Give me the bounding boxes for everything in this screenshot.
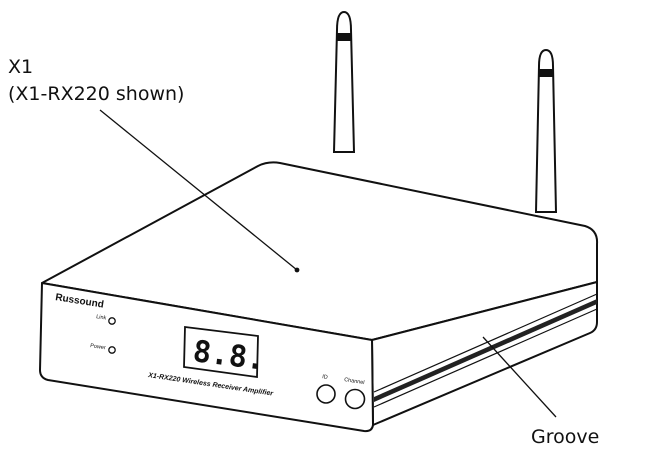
device-side-panel: [371, 281, 598, 426]
link-label: Link: [96, 314, 107, 322]
id-button-label: ID: [322, 374, 328, 381]
antenna-right: [534, 48, 558, 213]
callout-leader-unit: [99, 109, 298, 271]
display-digits: 8.8.: [191, 334, 267, 378]
power-label: Power: [90, 343, 107, 351]
callout-unit-name: X1: [8, 56, 33, 78]
device-top-panel: [41, 161, 599, 341]
callout-groove: Groove: [531, 426, 599, 448]
callout-unit-model-note: (X1-RX220 shown): [8, 83, 184, 105]
power-led-icon: [108, 346, 116, 354]
segment-display: [183, 325, 259, 379]
callout-leader-groove: [482, 336, 557, 418]
link-led-icon: [108, 317, 116, 325]
antenna-left: [332, 10, 356, 153]
channel-button-label: Channel: [344, 377, 365, 386]
channel-button[interactable]: [344, 388, 366, 410]
groove: [373, 293, 598, 408]
id-button[interactable]: [316, 384, 336, 404]
callout-leader-dot: [294, 267, 300, 273]
